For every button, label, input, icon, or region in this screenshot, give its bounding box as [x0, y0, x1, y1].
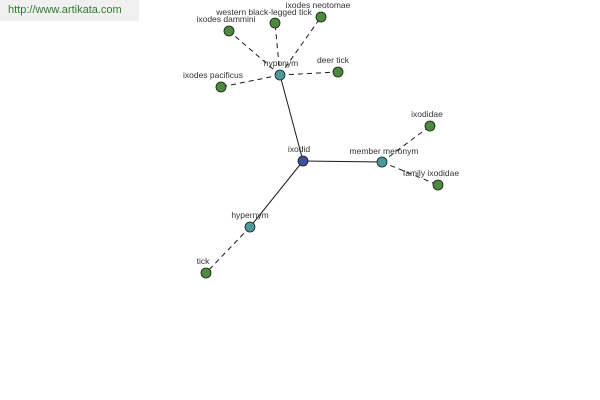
- node-ixodidae[interactable]: ixodidae: [411, 109, 443, 132]
- node-label-ixodes-dammini: ixodes dammini: [196, 14, 255, 24]
- node-dot-hypernym[interactable]: [244, 221, 256, 233]
- node-hypernym[interactable]: hypernym: [231, 210, 269, 233]
- node-hyponym[interactable]: hyponym: [264, 58, 299, 81]
- edge-hypernym-to-tick: [205, 226, 251, 274]
- node-label-deer-tick: deer tick: [317, 55, 350, 65]
- node-label-member-meronym: member meronym: [350, 146, 419, 156]
- nodes-layer: ixodid hyponym member meronym hypernym ixode…: [183, 0, 459, 279]
- edge-hyponym-to-ixodes-pacificus: [220, 74, 281, 88]
- node-label-ixodid: ixodid: [288, 144, 310, 154]
- node-label-tick: tick: [197, 256, 211, 266]
- edge-hyponym-to-ixodes-neotomae: [279, 16, 322, 76]
- edge-member-meronym-to-ixodidae: [381, 125, 431, 163]
- node-dot-ixodid[interactable]: [297, 155, 309, 167]
- node-label-family-ixodidae: family ixodidae: [403, 168, 459, 178]
- node-label-ixodes-neotomae: ixodes neotomae: [286, 0, 351, 10]
- source-link[interactable]: http://www.artikata.com: [8, 4, 122, 16]
- edge-member-meronym-to-family-ixodidae: [381, 161, 439, 186]
- node-family-ixodidae[interactable]: family ixodidae: [403, 168, 459, 191]
- node-western-black-legged-tick[interactable]: western black-legged tick: [215, 7, 312, 29]
- node-member-meronym[interactable]: member meronym: [350, 146, 419, 168]
- node-ixodes-pacificus[interactable]: ixodes pacificus: [183, 70, 243, 93]
- node-dot-ixodidae[interactable]: [424, 120, 436, 132]
- node-label-western-black-legged-tick: western black-legged tick: [215, 7, 312, 17]
- node-dot-member-meronym[interactable]: [376, 156, 388, 168]
- node-ixodid[interactable]: ixodid: [288, 144, 310, 167]
- node-dot-ixodes-neotomae[interactable]: [315, 11, 327, 23]
- source-bar: http://www.artikata.com: [0, 0, 139, 21]
- edge-hyponym-to-ixodes-dammini: [228, 30, 281, 76]
- node-dot-family-ixodidae[interactable]: [432, 179, 444, 191]
- edges-layer: [205, 16, 439, 274]
- node-dot-tick[interactable]: [200, 267, 212, 279]
- node-deer-tick[interactable]: deer tick: [317, 55, 350, 78]
- node-label-ixodes-pacificus: ixodes pacificus: [183, 70, 243, 80]
- edge-ixodid-to-hypernym: [249, 160, 304, 228]
- node-ixodes-dammini[interactable]: ixodes dammini: [196, 14, 256, 37]
- node-label-hypernym: hypernym: [231, 210, 268, 220]
- node-dot-ixodes-dammini[interactable]: [223, 25, 235, 37]
- node-dot-western-black-legged-tick[interactable]: [269, 17, 281, 29]
- edge-hyponym-to-deer-tick: [279, 71, 339, 76]
- node-label-hyponym: hyponym: [264, 58, 299, 68]
- node-tick[interactable]: tick: [197, 256, 212, 279]
- node-label-ixodidae: ixodidae: [411, 109, 443, 119]
- node-ixodes-neotomae[interactable]: ixodes neotomae: [286, 0, 351, 23]
- edge-ixodid-to-hyponym: [279, 74, 304, 162]
- node-dot-deer-tick[interactable]: [332, 66, 344, 78]
- node-dot-ixodes-pacificus[interactable]: [215, 81, 227, 93]
- edge-ixodid-to-member-meronym: [302, 160, 383, 163]
- node-dot-hyponym[interactable]: [274, 69, 286, 81]
